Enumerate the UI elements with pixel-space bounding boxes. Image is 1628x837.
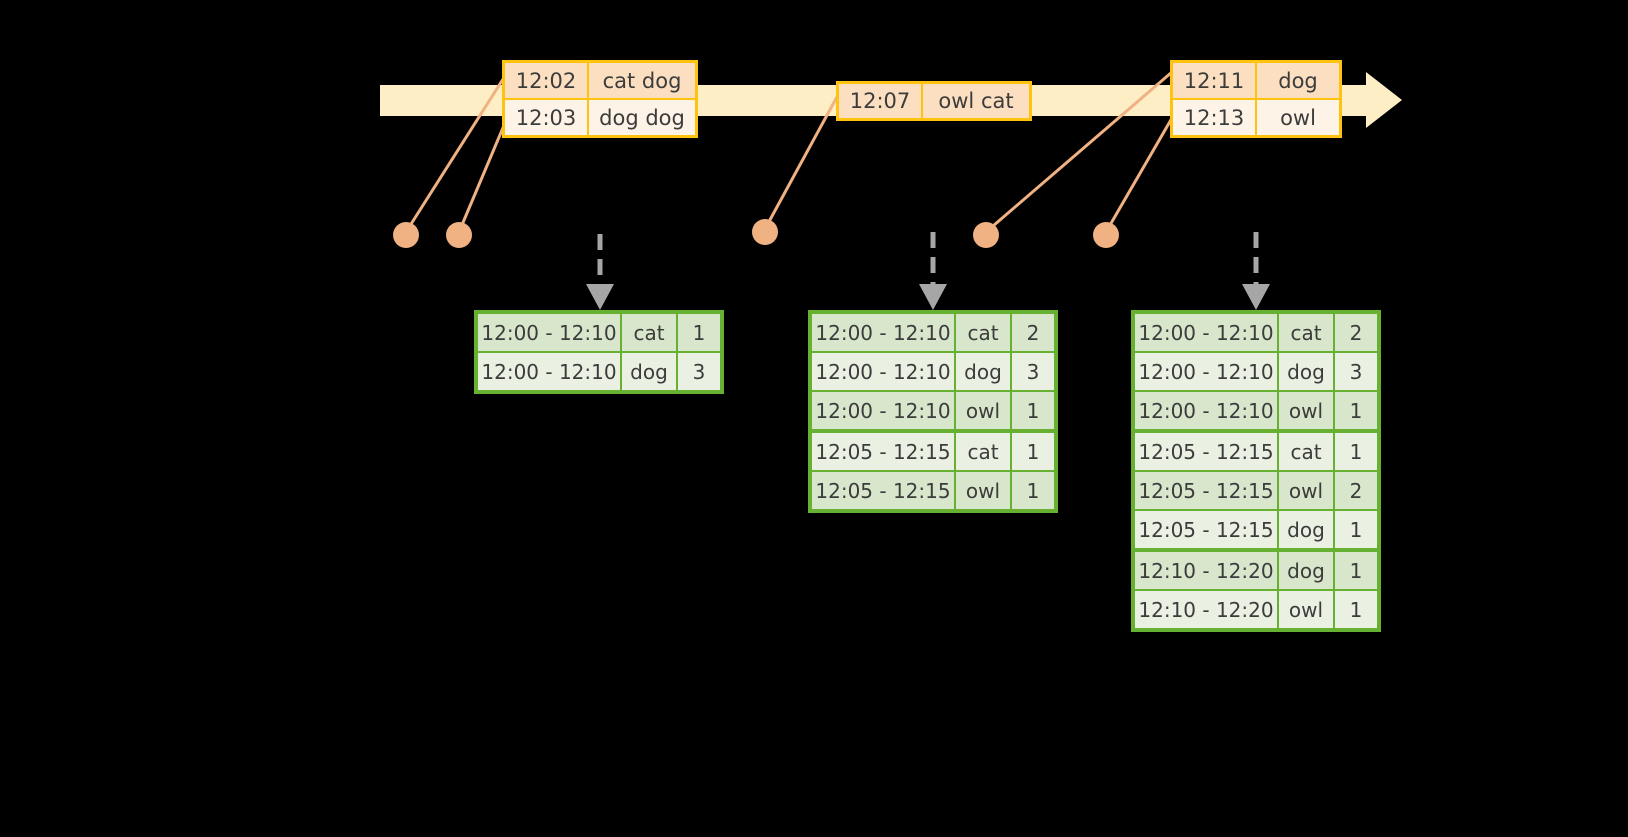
table-row[interactable]: 12:05 - 12:15 cat 1 [812, 433, 1054, 470]
event-time: 12:13 [1173, 100, 1257, 135]
down-arrow-icon [586, 284, 614, 310]
window-cell: 12:00 - 12:10 [478, 314, 622, 351]
count-cell: 3 [1012, 353, 1054, 390]
event-payload: owl [1257, 100, 1339, 135]
event-time: 12:02 [505, 63, 589, 98]
count-cell: 1 [1012, 433, 1054, 470]
event-group-2[interactable]: 12:07 owl cat [836, 81, 1032, 121]
window-cell: 12:00 - 12:10 [812, 314, 956, 351]
table-row[interactable]: 12:00 - 12:10 cat 1 [478, 314, 720, 351]
event-payload: dog dog [589, 100, 695, 135]
event-row[interactable]: 12:07 owl cat [839, 84, 1029, 118]
window-cell: 12:10 - 12:20 [1135, 552, 1279, 589]
table-row[interactable]: 12:00 - 12:10 dog 3 [812, 351, 1054, 390]
key-cell: cat [622, 314, 678, 351]
key-cell: cat [956, 433, 1012, 470]
event-marker-dot [973, 222, 999, 248]
count-cell: 1 [1335, 552, 1377, 589]
key-cell: cat [1279, 433, 1335, 470]
key-cell: dog [956, 353, 1012, 390]
event-group-1[interactable]: 12:02 cat dog 12:03 dog dog [502, 60, 698, 138]
result-group: 12:00 - 12:10 cat 2 12:00 - 12:10 dog 3 … [1135, 314, 1377, 429]
result-group: 12:00 - 12:10 cat 2 12:00 - 12:10 dog 3 … [812, 314, 1054, 429]
window-cell: 12:00 - 12:10 [812, 392, 956, 429]
event-row[interactable]: 12:11 dog [1173, 63, 1339, 98]
down-arrow-icon [919, 284, 947, 310]
table-row[interactable]: 12:00 - 12:10 owl 1 [812, 390, 1054, 429]
window-cell: 12:00 - 12:10 [1135, 353, 1279, 390]
count-cell: 1 [1012, 392, 1054, 429]
result-table-1[interactable]: 12:00 - 12:10 cat 1 12:00 - 12:10 dog 3 [474, 310, 724, 394]
key-cell: owl [1279, 392, 1335, 429]
window-cell: 12:10 - 12:20 [1135, 591, 1279, 628]
event-time: 12:07 [839, 84, 923, 118]
key-cell: owl [1279, 472, 1335, 509]
window-cell: 12:05 - 12:15 [812, 472, 956, 509]
result-group: 12:05 - 12:15 cat 1 12:05 - 12:15 owl 2 … [1135, 429, 1377, 548]
key-cell: dog [1279, 552, 1335, 589]
window-cell: 12:05 - 12:15 [812, 433, 956, 470]
timeline-arrowhead-icon [1366, 72, 1402, 128]
event-row[interactable]: 12:13 owl [1173, 98, 1339, 135]
count-cell: 1 [1335, 392, 1377, 429]
table-row[interactable]: 12:00 - 12:10 owl 1 [1135, 390, 1377, 429]
count-cell: 3 [1335, 353, 1377, 390]
count-cell: 1 [1335, 511, 1377, 548]
count-cell: 2 [1335, 314, 1377, 351]
window-cell: 12:05 - 12:15 [1135, 511, 1279, 548]
table-row[interactable]: 12:05 - 12:15 owl 2 [1135, 470, 1377, 509]
event-group-3[interactable]: 12:11 dog 12:13 owl [1170, 60, 1342, 138]
key-cell: owl [956, 472, 1012, 509]
table-row[interactable]: 12:00 - 12:10 cat 2 [812, 314, 1054, 351]
event-marker-dot [752, 219, 778, 245]
table-row[interactable]: 12:05 - 12:15 dog 1 [1135, 509, 1377, 548]
key-cell: dog [1279, 511, 1335, 548]
event-payload: dog [1257, 63, 1339, 98]
window-cell: 12:05 - 12:15 [1135, 472, 1279, 509]
result-group: 12:00 - 12:10 cat 1 12:00 - 12:10 dog 3 [478, 314, 720, 390]
event-row[interactable]: 12:03 dog dog [505, 98, 695, 135]
key-cell: owl [956, 392, 1012, 429]
event-row[interactable]: 12:02 cat dog [505, 63, 695, 98]
count-cell: 3 [678, 353, 720, 390]
table-row[interactable]: 12:10 - 12:20 dog 1 [1135, 552, 1377, 589]
key-cell: dog [622, 353, 678, 390]
window-cell: 12:00 - 12:10 [812, 353, 956, 390]
window-cell: 12:00 - 12:10 [478, 353, 622, 390]
key-cell: owl [1279, 591, 1335, 628]
event-marker-dot [446, 222, 472, 248]
event-time: 12:11 [1173, 63, 1257, 98]
table-row[interactable]: 12:05 - 12:15 cat 1 [1135, 433, 1377, 470]
table-row[interactable]: 12:10 - 12:20 owl 1 [1135, 589, 1377, 628]
event-marker-dot [393, 222, 419, 248]
table-row[interactable]: 12:05 - 12:15 owl 1 [812, 470, 1054, 509]
event-time: 12:03 [505, 100, 589, 135]
result-group: 12:05 - 12:15 cat 1 12:05 - 12:15 owl 1 [812, 429, 1054, 509]
count-cell: 1 [678, 314, 720, 351]
event-payload: owl cat [923, 84, 1029, 118]
result-table-3[interactable]: 12:00 - 12:10 cat 2 12:00 - 12:10 dog 3 … [1131, 310, 1381, 632]
result-table-2[interactable]: 12:00 - 12:10 cat 2 12:00 - 12:10 dog 3 … [808, 310, 1058, 513]
key-cell: dog [1279, 353, 1335, 390]
window-cell: 12:05 - 12:15 [1135, 433, 1279, 470]
count-cell: 2 [1012, 314, 1054, 351]
key-cell: cat [1279, 314, 1335, 351]
count-cell: 1 [1012, 472, 1054, 509]
count-cell: 2 [1335, 472, 1377, 509]
table-row[interactable]: 12:00 - 12:10 dog 3 [478, 351, 720, 390]
event-marker-dot [1093, 222, 1119, 248]
result-group: 12:10 - 12:20 dog 1 12:10 - 12:20 owl 1 [1135, 548, 1377, 628]
count-cell: 1 [1335, 591, 1377, 628]
count-cell: 1 [1335, 433, 1377, 470]
down-arrow-icon [1242, 284, 1270, 310]
table-row[interactable]: 12:00 - 12:10 dog 3 [1135, 351, 1377, 390]
window-cell: 12:00 - 12:10 [1135, 314, 1279, 351]
table-row[interactable]: 12:00 - 12:10 cat 2 [1135, 314, 1377, 351]
event-payload: cat dog [589, 63, 695, 98]
window-cell: 12:00 - 12:10 [1135, 392, 1279, 429]
key-cell: cat [956, 314, 1012, 351]
